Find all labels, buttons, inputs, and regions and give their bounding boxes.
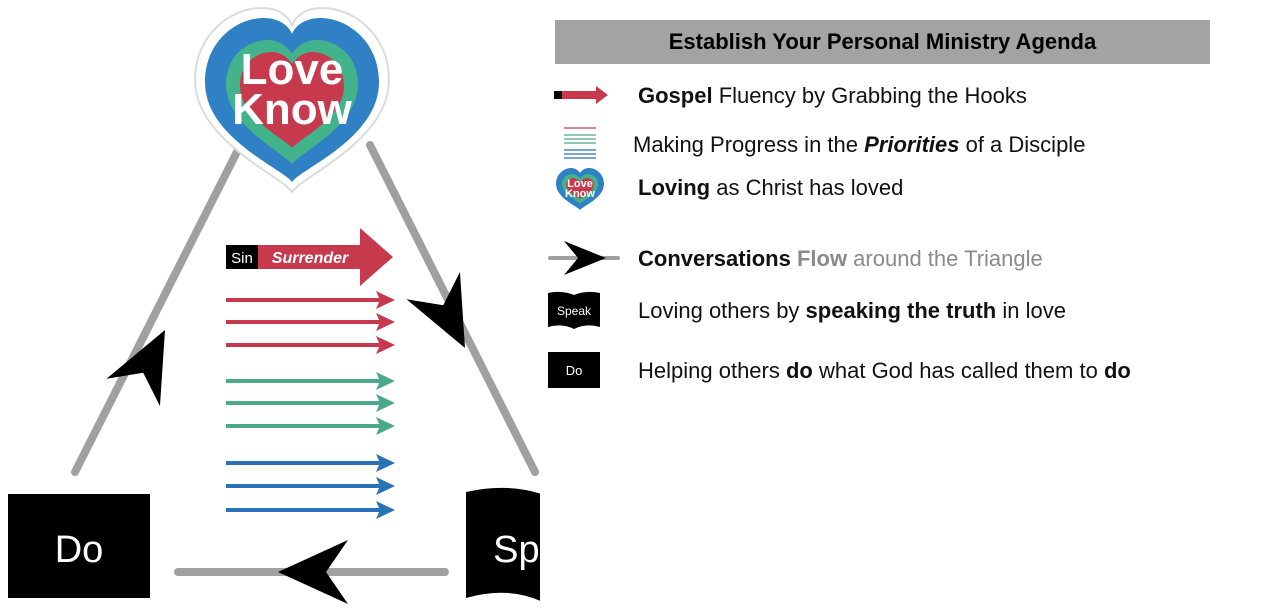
- legend-text-do: Helping others do what God has called th…: [638, 358, 1131, 383]
- speak-label: Speak: [493, 529, 540, 571]
- legend-text-speak: Loving others by speaking the truth in l…: [638, 298, 1066, 323]
- sin-box: [226, 245, 258, 269]
- priority-arrowhead-icon: [376, 394, 395, 412]
- legend-text-priorities: Making Progress in the Priorities of a D…: [633, 132, 1086, 157]
- priority-arrowhead-icon: [376, 501, 395, 519]
- surrender-label: Surrender: [272, 250, 349, 267]
- legend-header: Establish Your Personal Ministry Agenda: [555, 20, 1210, 64]
- svg-text:Know: Know: [565, 188, 595, 200]
- priority-arrowhead-icon: [376, 291, 395, 309]
- priority-arrowhead-icon: [376, 417, 395, 435]
- love-know-heart-icon: [193, 6, 391, 194]
- legend-row-loving: Love Know Loving as Christ has loved: [540, 168, 1288, 210]
- legend-row-priorities: Making Progress in the Priorities of a D…: [540, 127, 1288, 161]
- legend-row-speak: Speak Loving others by speaking the trut…: [540, 291, 1288, 329]
- do-box: [8, 494, 150, 598]
- legend-text-loving: Loving as Christ has loved: [638, 175, 904, 200]
- surrender-arrow-icon: [258, 228, 393, 286]
- sin-label: Sin: [231, 250, 253, 267]
- ministry-triangle-diagram: Love Know Sin Surrender Do Speak: [8, 6, 540, 604]
- svg-text:Do: Do: [566, 363, 583, 378]
- svg-text:Speak: Speak: [557, 304, 592, 318]
- priority-arrowhead-icon: [376, 336, 395, 354]
- legend-row-gospel: Gospel Fluency by Grabbing the Hooks: [540, 78, 1288, 112]
- priority-arrows-icon: [564, 127, 596, 159]
- sin-surrender-arrow-icon: [554, 86, 608, 104]
- legend-row-flow: Conversations Flow around the Triangle: [540, 241, 1288, 275]
- legend-row-do: Do Helping others do what God has called…: [540, 352, 1288, 388]
- legend-text-flow: Conversations Flow around the Triangle: [638, 246, 1043, 271]
- flow-arrowhead-icon: [548, 241, 620, 275]
- triangle-left-side: [71, 136, 247, 476]
- bottom-flow-arrowhead-icon: [278, 540, 348, 604]
- left-flow-arrowhead-icon: [106, 330, 165, 406]
- do-label: Do: [55, 529, 104, 571]
- heart-know-text: Know: [232, 85, 353, 134]
- love-know-heart-icon: Love Know: [556, 168, 604, 210]
- priority-arrowhead-icon: [376, 454, 395, 472]
- heart-love-text: Love: [241, 45, 344, 94]
- speak-book-icon: [466, 487, 540, 601]
- speak-book-icon: Speak: [548, 291, 600, 329]
- right-flow-arrowhead-icon: [406, 272, 465, 348]
- priority-arrowhead-icon: [376, 372, 395, 390]
- priority-arrows: [226, 291, 395, 519]
- svg-text:Love: Love: [567, 178, 593, 190]
- priority-arrowhead-icon: [376, 313, 395, 331]
- priority-arrowhead-icon: [376, 477, 395, 495]
- legend-text-gospel: Gospel Fluency by Grabbing the Hooks: [638, 83, 1027, 108]
- do-box-icon: Do: [548, 352, 600, 388]
